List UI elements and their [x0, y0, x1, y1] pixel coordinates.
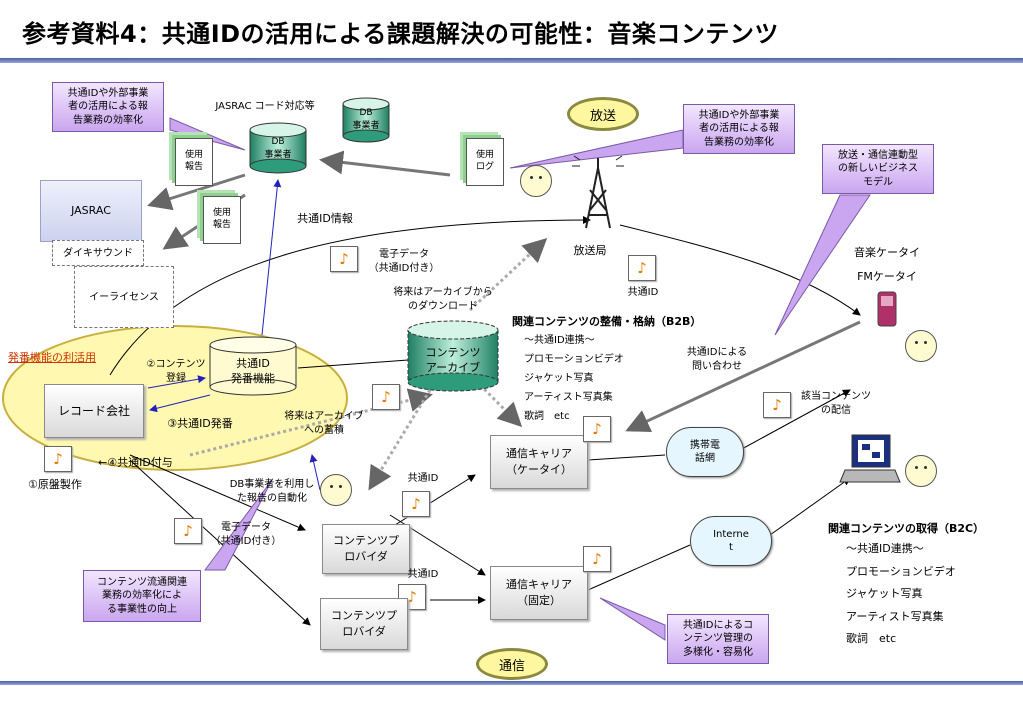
list-item: プロモーションビデオ: [846, 564, 956, 578]
callout-report-efficiency-right: 共通IDや外部事業 者の活用による報 告業務の効率化: [683, 104, 795, 154]
jasrac-code-label: JASRAC コード対応等: [215, 101, 315, 112]
step3-id-issue: ③共通ID発番: [167, 417, 233, 430]
id-function-usage-label: 発番機能の利活用: [8, 351, 96, 364]
page-title: 参考資料4：共通IDの活用による課題解決の可能性：音楽コンテンツ: [22, 20, 779, 48]
id-function-label: 共通ID 発番機能: [231, 356, 275, 385]
b2c-title: 関連コンテンツの取得（B2C）: [828, 522, 985, 535]
callout-report-efficiency-left: 共通IDや外部事業 者の活用による報 告業務の効率化: [52, 82, 164, 132]
provider-common-id-label-a: 共通ID: [407, 473, 439, 484]
delivery-label: 該当コンテンツ の配信: [801, 391, 871, 416]
step1-master-production: ①原盤製作: [28, 478, 82, 491]
communication-oval: 通信: [476, 648, 548, 680]
b2c-list: ～共通ID連携～ プロモーションビデオ ジャケット写真 アーティスト写真集 歌詞…: [846, 538, 956, 651]
pc-user-person-icon: [905, 455, 937, 487]
callout-business-model: 放送・通信連動型 の新しいビジネス モデル: [822, 144, 934, 194]
broadcast-person-icon: [520, 165, 552, 197]
bottom-rule: [0, 681, 1023, 685]
fm-mobile-label: FMケータイ: [857, 270, 917, 283]
inquiry-label: 共通IDによる 問い合わせ: [686, 347, 748, 372]
db-cylinder-icon: [249, 122, 307, 174]
callout-distribution-efficiency: コンテンツ流通関連 業務の効率化によ る事業性の向上: [83, 570, 201, 622]
db-small-cylinder-icon: [342, 97, 390, 143]
common-id-info-label: 共通ID情報: [297, 212, 353, 225]
step4-id-assign: ←④共通ID付与: [98, 456, 173, 469]
broadcast-tower-icon: [572, 155, 624, 229]
callout-content-management: 共通IDによるコ ンテンツ管理の 多様化・容易化: [667, 614, 769, 664]
archive-cylinder-icon: [407, 320, 499, 392]
daiki-sound-box: ダイキサウンド: [52, 240, 144, 266]
list-item: 歌詞 etc: [846, 632, 897, 646]
provider-person-icon: [320, 474, 352, 506]
music-note-icon: ♪: [174, 518, 202, 544]
music-note-icon: ♪: [44, 446, 72, 472]
music-note-icon: ♪: [583, 416, 611, 442]
music-mobile-label: 音楽ケータイ: [854, 246, 920, 259]
music-note-icon: ♪: [372, 384, 400, 410]
list-item: ジャケット写真: [846, 587, 923, 601]
music-note-icon: ♪: [763, 392, 791, 418]
broadcast-oval: 放送: [567, 97, 639, 131]
b2b-title: 関連コンテンツの整備・格納（B2B）: [512, 315, 702, 328]
step2-content-registration: ②コンテンツ 登録: [146, 359, 206, 384]
usage-log-doc: 使用 ログ: [466, 138, 504, 186]
list-item: ジャケット写真: [524, 373, 594, 384]
carrier-fixed-box: 通信キャリア （固定）: [490, 566, 588, 620]
list-item: ～共通ID連携～: [524, 335, 595, 346]
top-rule: [0, 58, 1023, 63]
internet-cloud: Interne t: [690, 516, 772, 566]
list-item: アーティスト写真集: [846, 609, 944, 623]
id-function-cylinder-icon: [209, 336, 297, 396]
edata2-label: 電子データ （共通ID付き）: [210, 522, 282, 547]
record-company-box: レコード会社: [44, 384, 144, 438]
archive-download-label: 将来はアーカイブから のダウンロード: [393, 287, 493, 312]
content-provider-box-2: コンテンツプ ロバイダ: [320, 598, 408, 650]
db-business-small-label: DB 事業者: [352, 108, 380, 131]
provider-common-id-label-b: 共通ID: [407, 569, 439, 580]
list-item: 歌詞 etc: [524, 411, 570, 422]
content-provider-box-1: コンテンツプ ロバイダ: [322, 524, 410, 574]
usage-report-doc-1: 使用 報告: [175, 138, 213, 186]
music-note-icon: ♪: [583, 546, 611, 572]
edata-label: 電子データ （共通ID付き）: [368, 249, 440, 274]
broadcast-station-label: 放送局: [573, 244, 607, 257]
list-item: プロモーションビデオ: [524, 354, 624, 365]
broadcast-common-id-label: 共通ID: [627, 287, 659, 298]
b2b-list: ～共通ID連携～ プロモーションビデオ ジャケット写真 アーティスト写真集 歌詞…: [524, 331, 624, 426]
content-archive-label: コンテンツ アーカイブ: [425, 345, 481, 374]
elicense-box: イーライセンス: [74, 266, 174, 328]
db-business-label: DB 事業者: [264, 137, 292, 160]
mobile-phone-icon: [877, 291, 897, 327]
list-item: ～共通ID連携～: [846, 542, 924, 555]
music-note-icon: ♪: [402, 491, 430, 517]
mobile-network-cloud: 携帯電 話網: [666, 427, 744, 477]
music-note-icon: ♪: [628, 255, 656, 281]
list-item: アーティスト写真集: [524, 392, 613, 403]
usage-report-doc-2: 使用 報告: [203, 196, 241, 244]
computer-icon: [839, 434, 901, 483]
db-auto-label: DB事業者を利用し た報告の自動化: [229, 479, 315, 504]
carrier-mobile-box: 通信キャリア （ケータイ）: [490, 435, 588, 489]
music-note-icon: ♪: [330, 246, 358, 272]
mobile-user-person-icon: [905, 330, 937, 362]
jasrac-box: JASRAC: [40, 180, 142, 242]
future-archive-label: 将来はアーカイブ への蓄積: [284, 411, 364, 436]
